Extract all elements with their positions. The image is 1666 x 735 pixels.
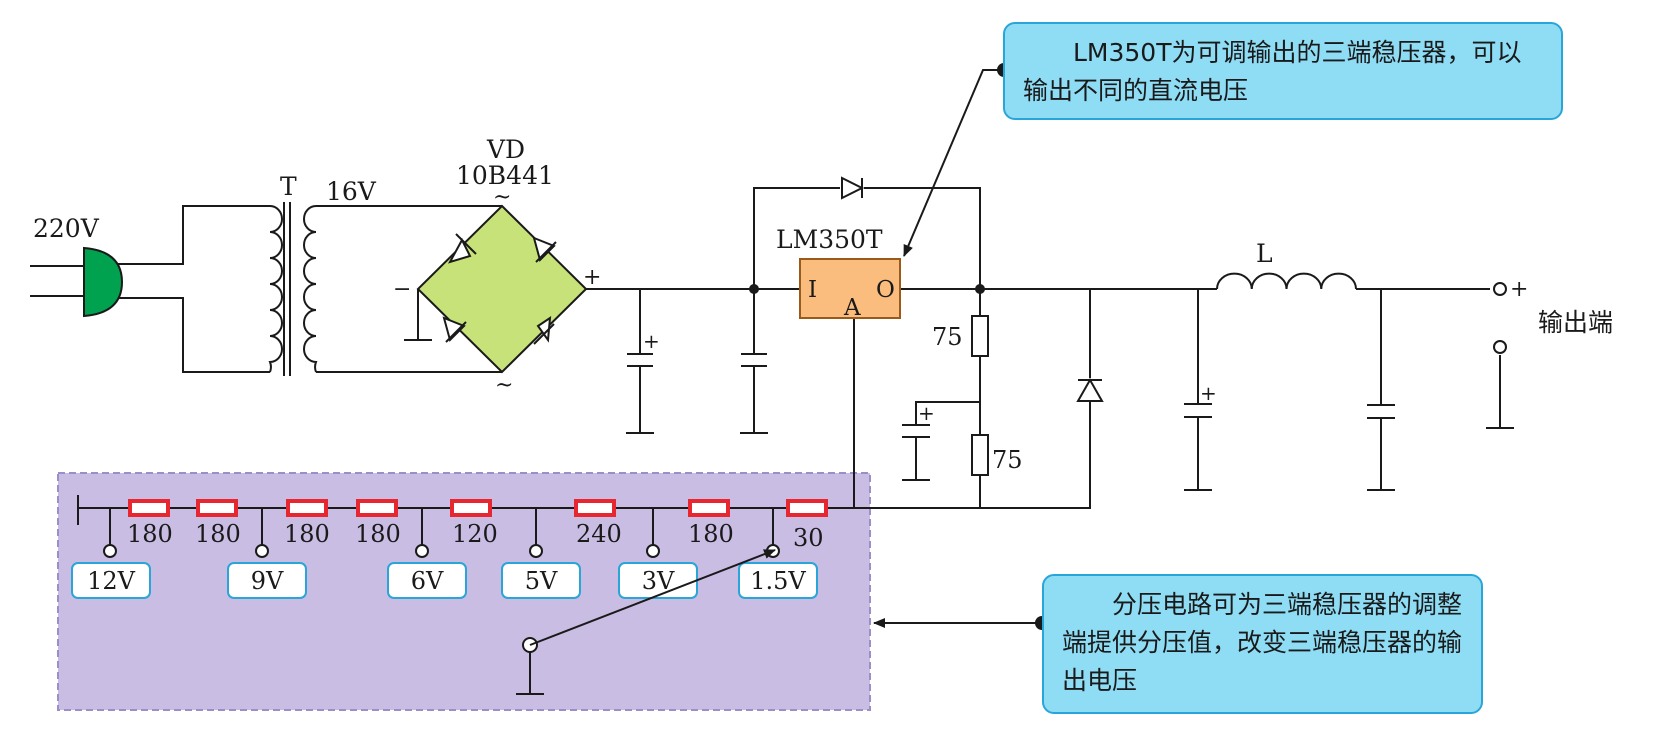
divider-value-3: 180 [284, 520, 330, 548]
output-label: 输出端 [1538, 308, 1613, 337]
bridge-rectifier [416, 204, 588, 374]
plug-prongs [30, 265, 84, 297]
bridge-negative-ground [404, 289, 432, 341]
regulator-name: LM350T [776, 225, 883, 254]
divider-resistor-1 [128, 499, 170, 517]
pin-o-label: O [876, 277, 895, 303]
regulator-lm350t [799, 258, 901, 319]
secondary-wiring [316, 205, 502, 373]
divider-resistor-7 [688, 499, 730, 517]
tap-stems [109, 508, 774, 546]
divider-resistor-6 [574, 499, 616, 517]
divider-value-1: 180 [127, 520, 173, 548]
divider-callout: 分压电路可为三端稳压器的调整端提供分压值，改变三端稳压器的输出电压 [1042, 574, 1483, 714]
output-terminal-positive [1493, 282, 1507, 296]
wiper-ground [516, 651, 544, 695]
divider-resistor-3 [286, 499, 328, 517]
bridge-minus: − [393, 277, 411, 302]
bridge-name-label: VD [486, 135, 525, 164]
regulator-callout: LM350T为可调输出的三端稳压器，可以输出不同的直流电压 [1003, 22, 1563, 120]
tap-label-12v: 12V [87, 567, 136, 595]
bridge-part-label: 10B441 [456, 161, 554, 190]
transformer-secondary [303, 205, 318, 373]
tap-label-1-5v: 1.5V [750, 567, 806, 595]
tap-label-6v: 6V [411, 567, 444, 595]
capacitor-c2 [740, 289, 768, 434]
resistor-75-upper [971, 315, 989, 357]
divider-resistor-8 [786, 499, 828, 517]
top-callout-arrow [903, 69, 1004, 257]
output-plus: + [1510, 277, 1528, 302]
protection-diode [1076, 377, 1104, 402]
divider-resistor-2 [196, 499, 238, 517]
wiper-arrow [529, 549, 776, 646]
divider-resistors [128, 499, 828, 517]
divider-value-5: 120 [452, 520, 498, 548]
return-wire [836, 401, 1091, 509]
output-ground [1486, 355, 1514, 429]
c4-plus: + [1200, 381, 1217, 405]
divider-resistor-4 [356, 499, 398, 517]
capacitor-c4 [1184, 289, 1212, 491]
tap-label-3v: 3V [642, 567, 675, 595]
divider-value-8: 30 [793, 524, 824, 552]
inductor-label: L [1256, 239, 1273, 268]
r-lower-label: 75 [992, 446, 1023, 474]
r-upper-label: 75 [932, 323, 963, 351]
transformer-primary [268, 205, 283, 373]
secondary-voltage-label: 16V [326, 177, 377, 206]
inductor [1216, 272, 1357, 290]
mains-label: 220V [33, 214, 100, 243]
bridge-plus: + [583, 265, 601, 290]
capacitor-c3 [902, 401, 980, 481]
divider-value-6: 240 [576, 520, 622, 548]
tap-label-boxes [71, 562, 818, 599]
bridge-ac-top: ~ [493, 185, 511, 210]
divider-resistor-5 [450, 499, 492, 517]
divider-value-2: 180 [195, 520, 241, 548]
bridge-diodes [442, 233, 557, 345]
c1-plus: + [643, 329, 660, 353]
pin-a-label: A [843, 295, 861, 321]
output-terminal-negative [1493, 340, 1507, 354]
tap-label-9v: 9V [251, 567, 284, 595]
divider-value-7: 180 [688, 520, 734, 548]
pin-i-label: I [808, 277, 817, 303]
transformer-label: T [280, 172, 297, 201]
bypass-diode [841, 176, 865, 200]
plug-icon [83, 246, 124, 318]
c3-plus: + [918, 401, 935, 425]
capacitor-c5 [1367, 289, 1395, 491]
resistor-75-lower [971, 434, 989, 476]
primary-wiring [118, 205, 270, 373]
bypass-wiring [753, 187, 981, 289]
tap-label-5v: 5V [525, 567, 558, 595]
divider-value-4: 180 [355, 520, 401, 548]
transformer-core [283, 202, 291, 376]
bridge-ac-bottom: ~ [495, 373, 513, 398]
capacitor-c1 [626, 289, 654, 434]
